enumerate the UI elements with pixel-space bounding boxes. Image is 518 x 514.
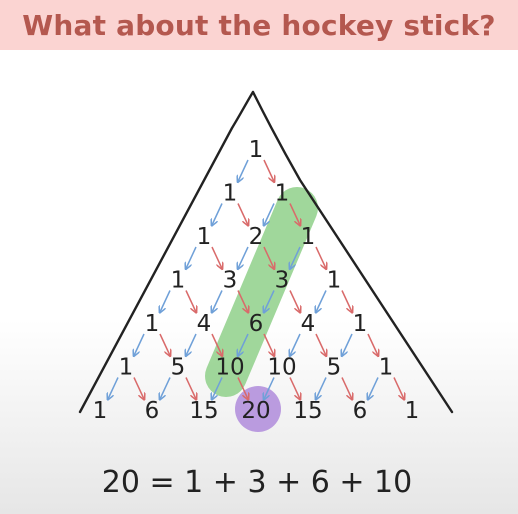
- triangle-cell-r6-k1: 6: [145, 398, 160, 424]
- triangle-cell-r4-k2: 6: [249, 311, 264, 337]
- arrow-left-r2-k2: [290, 246, 301, 269]
- arrow-right-r5-k0: [133, 377, 144, 400]
- arrow-left-r5-k5: [368, 377, 379, 400]
- arrow-left-r2-k1: [238, 246, 249, 269]
- arrow-right-r3-k1: [237, 290, 248, 313]
- arrow-right-r4-k1: [211, 333, 222, 356]
- arrow-right-r2-k1: [263, 246, 274, 269]
- arrow-left-r1-k0: [212, 203, 223, 226]
- arrows-layer: [108, 159, 404, 400]
- triangle-cell-r5-k4: 5: [327, 355, 342, 381]
- title-banner: What about the hockey stick?: [0, 0, 518, 50]
- arrow-left-r5-k3: [264, 377, 275, 400]
- triangle-cell-r2-k0: 1: [197, 224, 212, 250]
- triangle-cell-r3-k3: 1: [327, 268, 342, 294]
- triangle-cell-r4-k3: 4: [301, 311, 316, 337]
- arrow-right-r4-k0: [159, 333, 170, 356]
- arrow-left-r4-k2: [238, 333, 249, 356]
- arrow-left-r5-k0: [108, 377, 119, 400]
- triangle-cell-r5-k2: 10: [215, 355, 244, 381]
- arrow-right-r2-k0: [211, 246, 222, 269]
- triangle-cell-r6-k6: 1: [405, 398, 420, 424]
- arrow-left-r4-k1: [186, 333, 197, 356]
- arrow-right-r3-k2: [289, 290, 300, 313]
- arrow-right-r4-k2: [263, 333, 274, 356]
- triangle-cell-r3-k0: 1: [171, 268, 186, 294]
- arrow-left-r4-k0: [134, 333, 145, 356]
- arrow-left-r4-k3: [290, 333, 301, 356]
- arrow-right-r5-k3: [289, 377, 300, 400]
- arrow-left-r5-k2: [212, 377, 223, 400]
- triangle-outline: [78, 90, 454, 414]
- triangle-cell-r4-k1: 4: [197, 311, 212, 337]
- arrow-right-r3-k3: [341, 290, 352, 313]
- arrow-left-r3-k0: [160, 290, 171, 313]
- triangle-cell-r5-k0: 1: [119, 355, 134, 381]
- triangle-cell-r1-k0: 1: [223, 181, 238, 207]
- triangle-cell-r4-k0: 1: [145, 311, 160, 337]
- arrow-right-r5-k4: [341, 377, 352, 400]
- hockey-stick-equation: 20 = 1 + 3 + 6 + 10: [102, 465, 412, 500]
- triangle-cell-r6-k0: 1: [93, 398, 108, 424]
- triangle-cell-r2-k1: 2: [249, 224, 264, 250]
- triangle-cell-r3-k1: 3: [223, 268, 238, 294]
- arrow-left-r5-k4: [316, 377, 327, 400]
- arrow-left-r3-k1: [212, 290, 223, 313]
- arrow-left-r0-k0: [238, 159, 249, 182]
- arrow-right-r5-k1: [185, 377, 196, 400]
- arrow-right-r5-k5: [393, 377, 404, 400]
- arrow-left-r3-k3: [316, 290, 327, 313]
- arrow-right-r1-k0: [237, 203, 248, 226]
- hockey-stick-highlight: [205, 187, 318, 397]
- arrow-right-r0-k0: [263, 159, 274, 182]
- arrow-left-r4-k4: [342, 333, 353, 356]
- triangle-cell-r0-k0: 1: [249, 137, 264, 163]
- arrow-right-r4-k4: [367, 333, 378, 356]
- triangle-cell-r6-k2: 15: [189, 398, 218, 424]
- triangle-cell-r4-k4: 1: [353, 311, 368, 337]
- triangle-cell-r1-k1: 1: [275, 181, 290, 207]
- arrow-left-r3-k2: [264, 290, 275, 313]
- arrow-right-r2-k2: [315, 246, 326, 269]
- arrow-right-r1-k1: [289, 203, 300, 226]
- arrow-right-r5-k2: [237, 377, 248, 400]
- arrow-left-r2-k0: [186, 246, 197, 269]
- arrow-left-r5-k1: [160, 377, 171, 400]
- triangle-cell-r5-k5: 1: [379, 355, 394, 381]
- triangle-cell-r5-k3: 10: [267, 355, 296, 381]
- arrow-right-r3-k0: [185, 290, 196, 313]
- triangle-cell-r3-k2: 3: [275, 268, 290, 294]
- triangle-cell-r5-k1: 5: [171, 355, 186, 381]
- triangle-cell-r6-k3: 20: [241, 398, 270, 424]
- triangle-cell-r2-k2: 1: [301, 224, 316, 250]
- arrow-left-r1-k1: [264, 203, 275, 226]
- triangle-cell-r6-k5: 6: [353, 398, 368, 424]
- triangle-cell-r6-k4: 15: [293, 398, 322, 424]
- arrow-right-r4-k3: [315, 333, 326, 356]
- slide-title: What about the hockey stick?: [22, 8, 496, 42]
